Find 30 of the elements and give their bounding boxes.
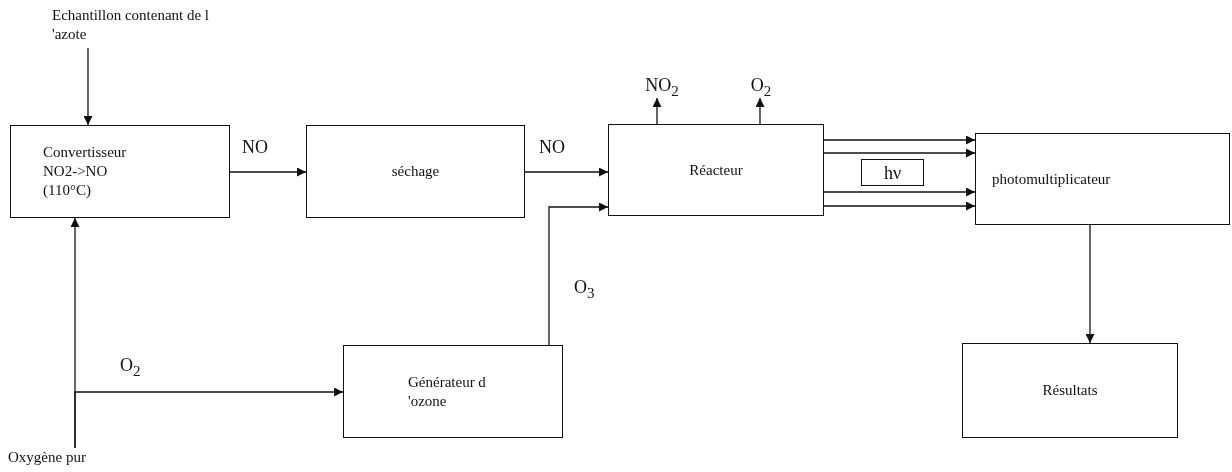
box-label: Générateur d 'ozone (408, 372, 487, 411)
box-label: Réacteur (689, 160, 743, 180)
input-label: Oxygène pur (8, 448, 128, 468)
arrow (229, 167, 307, 177)
process-box (975, 133, 1230, 225)
arrow (652, 97, 662, 125)
process-box (608, 124, 824, 216)
process-box (962, 343, 1178, 438)
arrow (755, 97, 765, 125)
input-label: Echantillon contenant de l 'azote (52, 6, 212, 48)
box-label: séchage (391, 162, 440, 181)
photon-box (861, 159, 924, 186)
arrow (548, 202, 609, 346)
arrow (823, 148, 976, 158)
process-box (10, 125, 230, 218)
arrow (524, 167, 609, 177)
box-label: Convertisseur NO2->NO (110°C) (43, 143, 128, 200)
output-label: O$_{2}$ (746, 74, 776, 98)
arrow (1085, 224, 1095, 344)
box-label: Résultats (1042, 381, 1098, 400)
box-label: hν (883, 163, 902, 182)
output-label: NO$_{2}$ (640, 74, 684, 98)
arrow (74, 387, 344, 449)
arrow (823, 187, 976, 197)
process-box (343, 345, 563, 438)
process-box (306, 125, 525, 218)
arrow (823, 201, 976, 211)
arrow (823, 135, 976, 145)
arrow (83, 47, 93, 126)
box-label: photomultiplicateur (992, 169, 1111, 189)
